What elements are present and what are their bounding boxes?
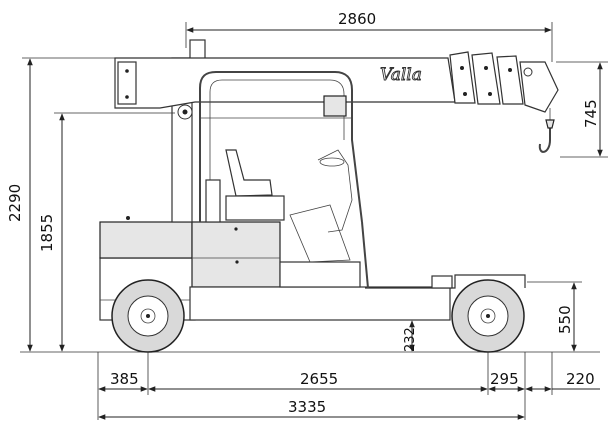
rotating-beacon: [323, 95, 347, 117]
crane-machine: Valla: [20, 39, 600, 353]
front-joint: [431, 275, 453, 289]
dim-label-total-height: 2290: [6, 184, 24, 222]
seat-base: [225, 195, 285, 221]
dim-label-front-extension: 220: [566, 370, 595, 388]
lower-frame: [189, 286, 451, 321]
dim-total-height: 2290: [6, 57, 115, 352]
steering-wheel: [319, 157, 345, 167]
dim-label-seat-height: 1855: [38, 214, 56, 252]
dim-hook-drop: 745: [556, 61, 608, 158]
box-bolt: [235, 260, 239, 264]
mast-pivot-pin: [182, 109, 188, 115]
dim-label-front-overhang: 295: [490, 370, 519, 388]
dim-label-total-length: 3335: [288, 398, 326, 416]
boom-end-plate: [117, 61, 137, 105]
operator-cab: [199, 71, 369, 289]
section-bolt: [484, 66, 488, 70]
dim-label-boom-length: 2860: [338, 10, 376, 28]
rear-wheel: [111, 279, 185, 353]
section-bolt: [460, 66, 464, 70]
dim-rear-height: 550: [527, 281, 582, 352]
front-hub: [480, 308, 496, 324]
rear-hub-center: [146, 314, 150, 318]
section-bolt: [508, 68, 512, 72]
fire-extinguisher: [205, 179, 221, 223]
dim-total-length: 3335: [98, 398, 525, 420]
section-bolt: [488, 92, 492, 96]
rear-upper-block: [99, 221, 193, 259]
dim-label-wheelbase: 2655: [300, 370, 338, 388]
brand-logo: Valla: [380, 65, 422, 85]
hook-icon: [538, 128, 551, 153]
rear-hub: [140, 308, 156, 324]
dim-label-rear-overhang: 385: [110, 370, 139, 388]
dim-label-rear-height: 550: [556, 305, 574, 334]
box-bolt-top: [234, 227, 238, 231]
step-block: [279, 261, 361, 288]
dim-label-hook-drop: 745: [582, 99, 600, 128]
dim-seat-height: 1855: [38, 112, 175, 352]
front-hub-center: [486, 314, 490, 318]
steering-column: [317, 149, 353, 233]
counterweight-bolt: [126, 216, 130, 220]
roll-bar-inner: [209, 79, 345, 222]
boom-bolt: [125, 69, 129, 73]
front-wheel: [451, 279, 525, 353]
dimension-annotations: 2860 2290 1855 745 550: [6, 10, 608, 420]
section-bolt: [463, 92, 467, 96]
front-upright: [361, 221, 369, 289]
battery-box: [191, 221, 281, 288]
boom-section-1: [449, 51, 476, 104]
operator-seat: [225, 149, 273, 197]
boom-section-3: [496, 55, 524, 105]
boom-section-2: [471, 52, 501, 105]
roll-bar: [199, 71, 363, 223]
dim-ground-clearance: 232: [403, 320, 418, 352]
footwell: [289, 204, 351, 263]
dim-bottom-row: 385 2655 295 220: [97, 352, 600, 420]
boom-bolt: [125, 95, 129, 99]
sheave: [523, 67, 533, 77]
hook-block: [545, 119, 555, 129]
dim-boom-length: 2860: [185, 10, 553, 62]
dim-label-ground-clearance: 232: [403, 327, 418, 352]
mast-top-cap: [189, 39, 206, 61]
